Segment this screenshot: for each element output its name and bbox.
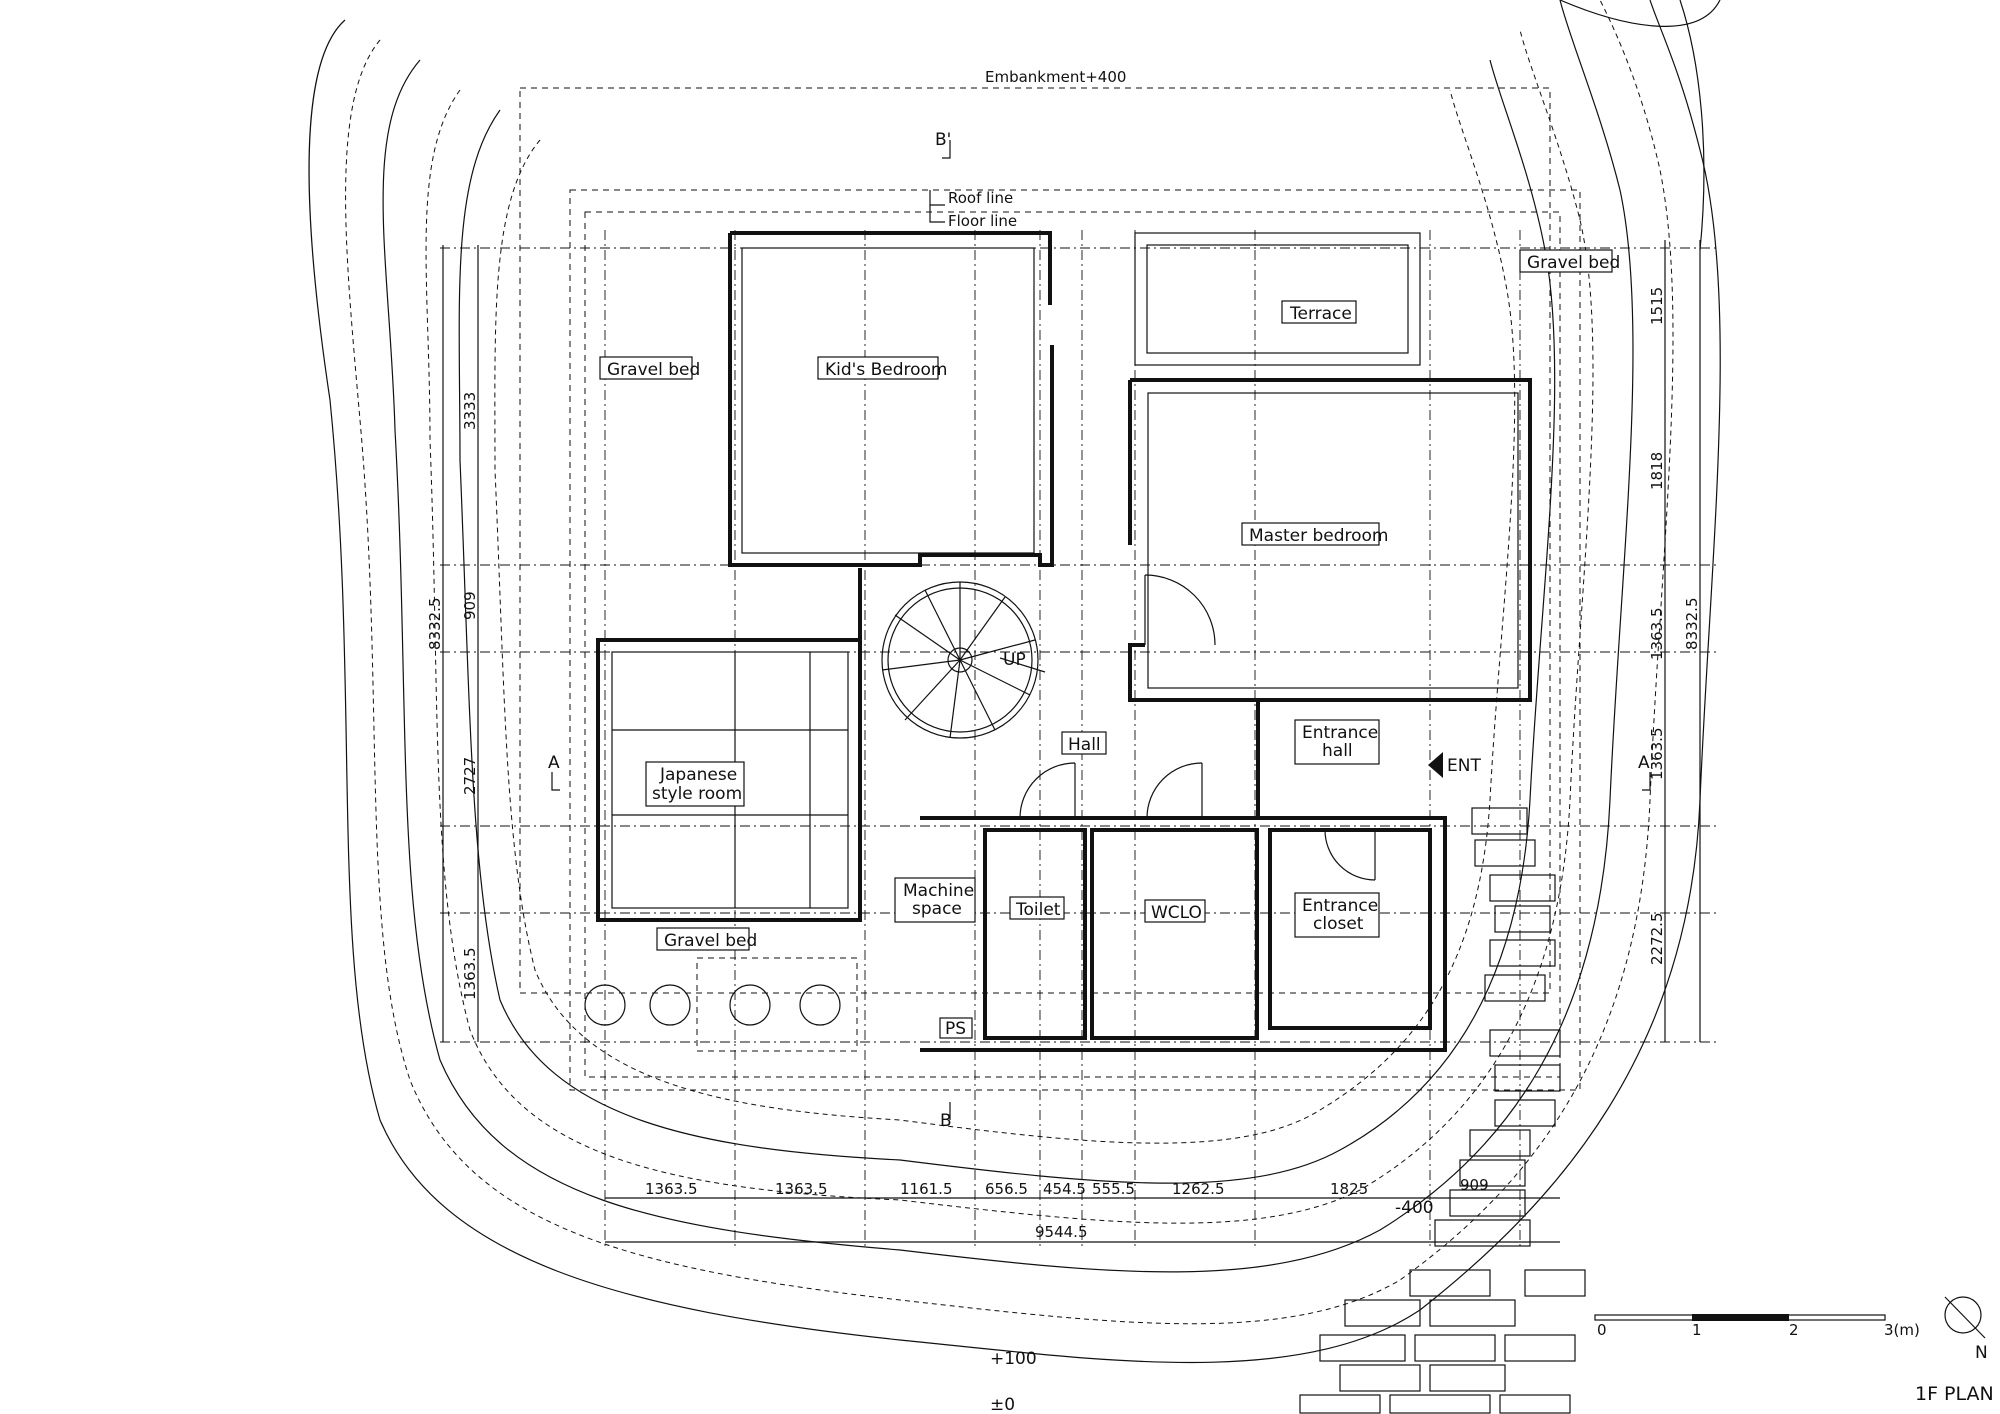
dim-bottom-1: 1363.5 (645, 1180, 698, 1198)
japanese-room-label-2: style room (652, 784, 742, 804)
section-a-right-label: A' (1638, 753, 1654, 773)
gravel-bed-bottom-label: Gravel bed (664, 931, 757, 951)
hall-label: Hall (1068, 735, 1101, 755)
master-bedroom-label: Master bedroom (1249, 526, 1388, 546)
section-b-top-label: B' (935, 130, 951, 150)
level-minus400-label: -400 (1395, 1198, 1434, 1218)
entrance-hall-label-2: hall (1322, 741, 1353, 761)
japanese-room-label-1: Japanese (659, 765, 737, 785)
ps-label: PS (945, 1019, 966, 1039)
dim-bottom-total: 9544.5 (1035, 1223, 1088, 1241)
toilet-label: Toilet (1015, 900, 1061, 920)
dim-left-1: 3333 (461, 392, 479, 430)
gravel-bed-left-label: Gravel bed (607, 360, 700, 380)
dim-bottom-2: 1363.5 (775, 1180, 828, 1198)
dim-right-5: 2272.5 (1648, 913, 1666, 966)
dim-left-3: 2727 (461, 757, 479, 795)
machine-space-label-1: Machine (903, 881, 974, 901)
scale-tick-3: 3(m) (1884, 1321, 1920, 1339)
dim-right-outer: 8332.5 (1683, 598, 1701, 651)
terrace-label: Terrace (1289, 304, 1352, 324)
north-arrow: N (1944, 1296, 1988, 1363)
dimensions: 8332.5 3333 909 2727 1363.5 8332.5 1515 … (426, 240, 1701, 1243)
kids-bedroom-label: Kid's Bedroom (825, 360, 948, 380)
plan-title: 1F PLAN (1915, 1383, 1994, 1405)
level-plus100-label: +100 (990, 1349, 1037, 1369)
dim-bottom-8: 1825 (1330, 1180, 1368, 1198)
scale-tick-0: 0 (1597, 1321, 1607, 1339)
scale-tick-1: 1 (1692, 1321, 1702, 1339)
dim-right-1: 1515 (1648, 287, 1666, 325)
dim-left-outer: 8332.5 (426, 598, 444, 651)
up-label: UP (1003, 650, 1026, 670)
dim-bottom-4: 656.5 (985, 1180, 1028, 1198)
entrance-closet-label-1: Entrance (1302, 896, 1378, 916)
north-label: N (1975, 1343, 1988, 1363)
level-zero-label: ±0 (990, 1395, 1015, 1414)
dim-left-2: 909 (461, 591, 479, 620)
dim-right-2: 1818 (1648, 452, 1666, 490)
entrance-hall-label-1: Entrance (1302, 723, 1378, 743)
floor-line-label: Floor line (948, 212, 1017, 230)
dim-bottom-7: 1262.5 (1172, 1180, 1225, 1198)
roof-line-label: Roof line (948, 189, 1013, 207)
spiral-staircase (881, 581, 1046, 739)
dim-left-4: 1363.5 (461, 948, 479, 1001)
ent-label: ENT (1447, 756, 1481, 776)
wclo-label: WCLO (1151, 903, 1202, 923)
dim-bottom-3: 1161.5 (900, 1180, 953, 1198)
dim-right-3: 1363.5 (1648, 608, 1666, 661)
terrain-contours (308, 0, 1721, 1364)
dim-bottom-5: 454.5 (1043, 1180, 1086, 1198)
room-labels: Embankment+400 B' Roof line Floor line G… (548, 68, 1654, 1414)
dim-right-4: 1363.5 (1648, 728, 1666, 781)
outline-lines (519, 87, 1581, 1091)
section-a-left-label: A (548, 753, 560, 773)
scale-tick-2: 2 (1789, 1321, 1799, 1339)
walls (584, 231, 1586, 1414)
section-b-bottom-label: B (940, 1111, 952, 1131)
dim-bottom-9: 909 (1460, 1176, 1489, 1194)
scale-bar: 0 1 2 3(m) (1594, 1314, 1920, 1339)
dim-bottom-6: 555.5 (1092, 1180, 1135, 1198)
entrance-closet-label-2: closet (1313, 914, 1364, 934)
gravel-bed-right-label: Gravel bed (1527, 253, 1620, 273)
door-swings (1019, 574, 1376, 881)
embankment-label: Embankment+400 (985, 68, 1126, 86)
machine-space-label-2: space (912, 899, 962, 919)
